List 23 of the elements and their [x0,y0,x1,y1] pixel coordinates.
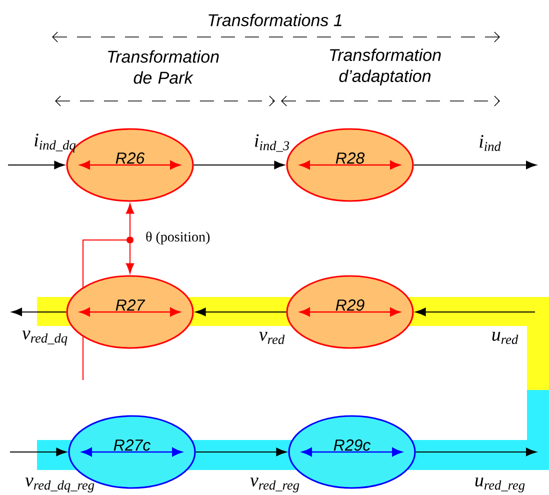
arrow [126,203,134,237]
section-label: Transformation de Park [108,50,219,84]
arrow [415,308,536,316]
arrow [10,448,67,456]
signal-label: i$_{ind}$ [480,135,501,151]
arrow [126,243,134,274]
arrow [193,160,285,170]
arrow [413,160,536,170]
arrow [195,448,287,456]
ellipse-node: R27 [66,275,194,349]
arrow [415,448,536,456]
arrow [12,308,67,316]
section-label: Transformation d’adaptation [330,48,441,86]
signal-label: u$_{red_reg}$ [475,478,525,492]
ellipse-node: R29 [286,275,414,349]
junction-dot [126,236,134,244]
signal-label: v$_{red_dq}$ [22,330,68,346]
signal-label: θ (position) [146,232,210,244]
signal-label: v$_{red}$ [259,332,285,344]
title: Transformations 1 [208,14,342,26]
signal-label: u$_{red}$ [492,332,518,344]
arrow [195,308,287,316]
arrow [8,160,65,170]
